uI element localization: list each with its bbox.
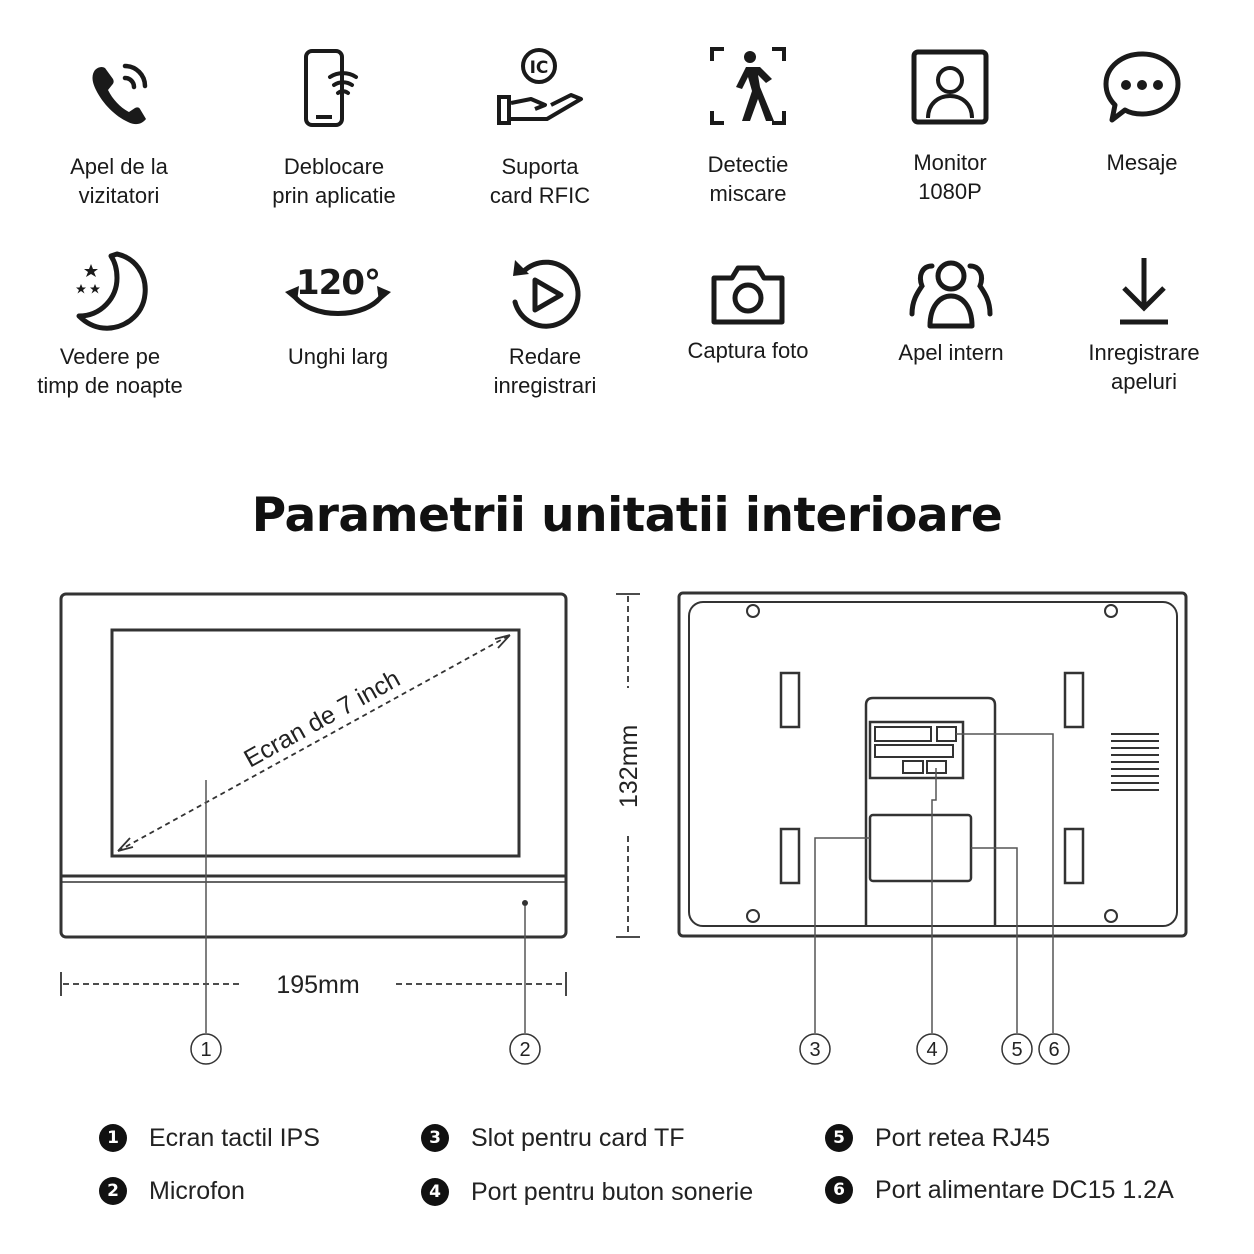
legend-item: 1 Ecran tactil IPS — [99, 1121, 320, 1155]
monitor-user-icon — [911, 49, 989, 125]
feature-visitor-call: Apel de la vizitatori — [19, 52, 219, 210]
callout-1-number: 1 — [200, 1039, 211, 1061]
legend-item: 4 Port pentru buton sonerie — [421, 1175, 753, 1209]
feature-label: Detectie miscare — [707, 152, 789, 206]
legend-item: 5 Port retea RJ45 — [825, 1121, 1050, 1155]
moon-stars-icon — [76, 251, 148, 331]
height-label: 132mm — [615, 725, 643, 808]
feature-label: Redare inregistrari — [493, 344, 597, 398]
feature-night-vision: Vedere pe timp de noapte — [10, 250, 210, 400]
legend-number: 3 — [421, 1124, 449, 1152]
feature-motion-detection: Detectie miscare — [648, 45, 848, 208]
feature-label: Apel de la vizitatori — [70, 154, 168, 208]
callout-2 — [509, 1033, 541, 1065]
legend-text: Ecran tactil IPS — [149, 1123, 320, 1152]
callout-1 — [190, 1033, 222, 1065]
legend-number: 4 — [421, 1178, 449, 1206]
smartphone-wifi-icon — [304, 49, 358, 127]
replay-icon — [512, 259, 581, 329]
feature-label: Suporta card RFIC — [489, 154, 591, 208]
feature-label: Unghi larg — [287, 344, 389, 369]
feature-label: Mesaje — [1106, 150, 1178, 175]
callout-4-number: 4 — [926, 1039, 937, 1061]
phone-call-icon — [92, 63, 148, 125]
front-view — [59, 592, 568, 939]
page-title: Parametrii unitatii interioare — [251, 488, 1003, 543]
leader-lines — [205, 733, 1054, 1033]
legend-text: Port alimentare DC15 1.2A — [875, 1175, 1174, 1204]
callout-5 — [1001, 1033, 1033, 1065]
download-icon — [1120, 258, 1168, 325]
feature-label: Inregistrare apeluri — [1088, 340, 1200, 394]
height-dimension — [616, 593, 640, 938]
feature-wide-angle: 120° Unghi larg — [238, 258, 438, 371]
wide-angle-icon: 120° — [285, 263, 391, 316]
legend-item: 2 Microfon — [99, 1174, 245, 1208]
feature-photo-capture: Captura foto — [648, 262, 848, 365]
feature-call-recording: Inregistrare apeluri — [1044, 254, 1244, 396]
screen-diagonal — [117, 634, 511, 852]
legend-text: Slot pentru card TF — [471, 1123, 685, 1152]
width-label: 195mm — [276, 971, 359, 999]
feature-messages: Mesaje — [1042, 48, 1242, 177]
screen-size-label: Ecran de 7 inch — [239, 665, 405, 774]
feature-playback: Redare inregistrari — [445, 254, 645, 400]
legend-number: 1 — [99, 1124, 127, 1152]
feature-app-unlock: Deblocare prin aplicatie — [234, 47, 434, 210]
svg-text:120°: 120° — [296, 263, 380, 303]
svg-text:IC: IC — [530, 58, 549, 78]
microphone-hole — [522, 900, 528, 906]
callout-4 — [916, 1033, 948, 1065]
legend-item: 6 Port alimentare DC15 1.2A — [825, 1173, 1174, 1207]
group-users-icon — [909, 260, 993, 329]
callout-6-number: 6 — [1048, 1039, 1059, 1061]
legend-text: Microfon — [149, 1176, 245, 1205]
feature-label: Monitor 1080P — [913, 150, 987, 204]
callout-2-number: 2 — [519, 1039, 530, 1061]
legend-item: 3 Slot pentru card TF — [421, 1121, 685, 1155]
callout-6 — [1038, 1033, 1070, 1065]
legend-number: 2 — [99, 1177, 127, 1205]
motion-detection-icon — [710, 47, 786, 125]
feature-label: Vedere pe timp de noapte — [37, 344, 183, 398]
feature-intercom: Apel intern — [851, 256, 1051, 367]
feature-label: Deblocare prin aplicatie — [272, 154, 396, 208]
legend-text: Port retea RJ45 — [875, 1123, 1051, 1152]
legend-text: Port pentru buton sonerie — [471, 1177, 754, 1206]
callouts — [190, 1033, 1070, 1065]
width-dimension — [60, 972, 567, 996]
legend-number: 5 — [825, 1124, 853, 1152]
camera-icon — [711, 265, 785, 325]
ic-card-hand-icon: IC — [497, 48, 583, 125]
feature-rfic-card: IC Suporta card RFIC — [440, 47, 640, 210]
callout-3 — [799, 1033, 831, 1065]
callout-5-number: 5 — [1011, 1039, 1022, 1061]
feature-monitor-1080p: Monitor 1080P — [850, 48, 1050, 206]
feature-label: Apel intern — [898, 340, 1004, 365]
feature-label: Captura foto — [687, 338, 809, 363]
callout-3-number: 3 — [809, 1039, 820, 1061]
message-bubble-icon — [1103, 51, 1181, 123]
legend-number: 6 — [825, 1176, 853, 1204]
speaker-grille — [1111, 733, 1159, 791]
